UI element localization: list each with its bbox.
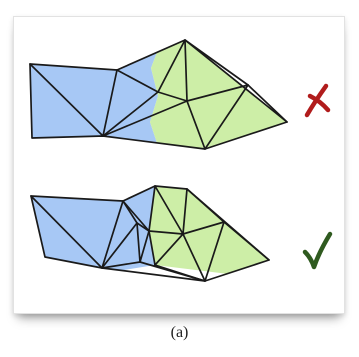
bottom-mesh (30, 185, 333, 282)
checkmark-icon (302, 231, 333, 270)
top-mesh-blue-region (30, 40, 170, 149)
figure-caption: (a) (170, 324, 189, 341)
top-mesh (29, 39, 331, 150)
top-mesh-green-region (150, 40, 287, 149)
top-mesh-edges (29, 39, 288, 150)
cross-icon (304, 83, 331, 118)
bottom-mesh-edges (30, 185, 270, 282)
